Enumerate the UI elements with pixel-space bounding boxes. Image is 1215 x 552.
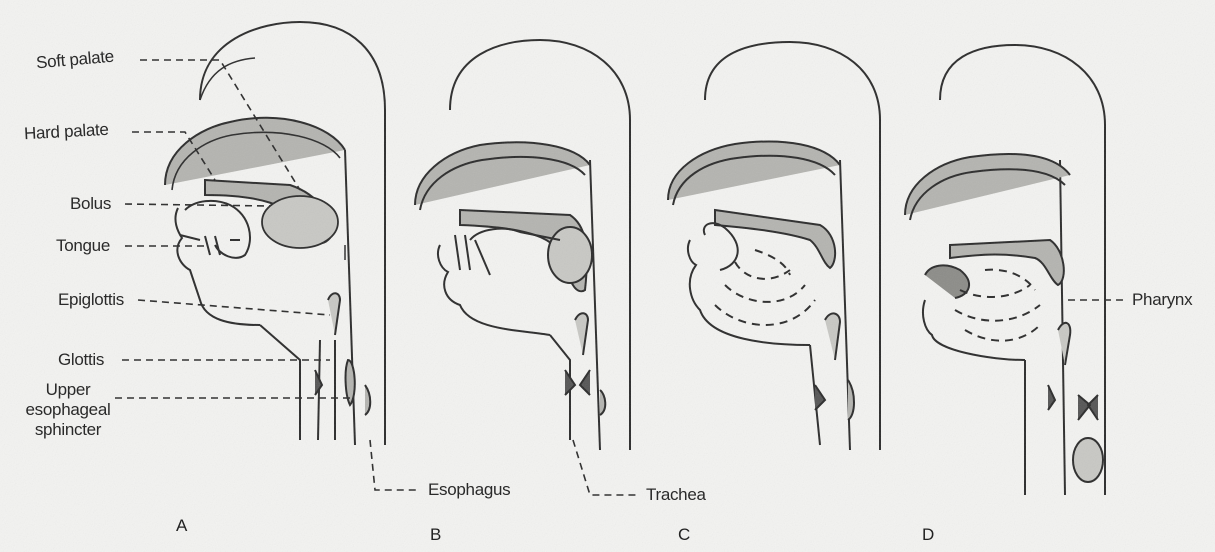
panel-label-d: D: [922, 525, 934, 545]
label-glottis: Glottis: [58, 350, 104, 370]
label-bolus: Bolus: [70, 194, 111, 214]
label-tongue: Tongue: [56, 236, 110, 256]
panel-label-b: B: [430, 525, 441, 545]
ues-line-1: Upper: [8, 380, 128, 400]
label-epiglottis: Epiglottis: [58, 290, 124, 310]
label-upper-esophageal-sphincter: Upper esophageal sphincter: [8, 380, 128, 440]
panel-label-a: A: [176, 516, 187, 536]
label-trachea: Trachea: [646, 485, 706, 505]
ues-line-2: esophageal: [8, 400, 128, 420]
ues-line-3: sphincter: [8, 420, 128, 440]
label-esophagus: Esophagus: [428, 480, 510, 500]
panel-label-c: C: [678, 525, 690, 545]
label-pharynx: Pharynx: [1132, 290, 1192, 310]
